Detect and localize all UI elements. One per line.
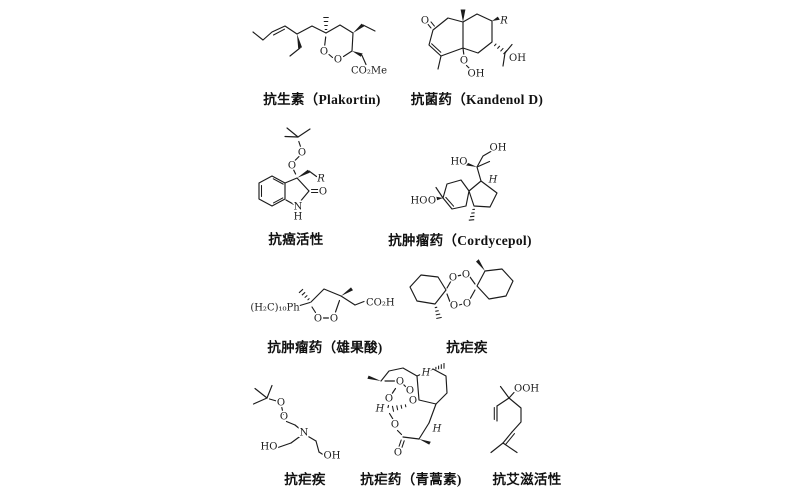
structure-caption: 抗疟疾 — [446, 340, 488, 355]
hash-bond — [435, 363, 445, 370]
atom-label-o: O — [320, 47, 328, 58]
kandenol-drawing: O R OH O OH — [419, 9, 528, 81]
atom-label-ho: HO — [411, 196, 428, 207]
aminodiol-drawing: O O N HO OH — [252, 384, 342, 463]
atom-label-oh: OH — [324, 451, 341, 462]
atom-label-oh: OH — [509, 53, 526, 64]
atom-label-n: N — [300, 428, 309, 439]
atom-label-o: O — [314, 314, 322, 325]
structure-kandenol-d: O R OH O OH 抗菌药（Kandenol D) — [404, 2, 574, 107]
atom-label-h: H — [421, 368, 431, 379]
wedge-bond — [460, 9, 466, 22]
hash-bond — [391, 404, 407, 412]
atom-label-o: O — [406, 386, 414, 397]
structure-caption: 抗艾滋活性 — [492, 472, 562, 487]
structure-oxindole-peroxide: O O R O N H 抗癌活性 — [243, 116, 378, 247]
atom-label-o: O — [421, 16, 429, 27]
plakortin-drawing: O O CO₂Me — [252, 16, 389, 78]
atom-label-o: O — [449, 273, 457, 284]
atom-label-co2me: CO₂Me — [351, 66, 387, 77]
tetraoxane-drawing: O O O O — [409, 259, 514, 320]
atom-label-ho: HO — [451, 157, 468, 168]
structure-aminodiol-peroxide: O O N HO OH 抗疟疾 — [238, 368, 378, 487]
atom-label-ooh: OOH — [514, 384, 539, 395]
atom-label-o: O — [280, 412, 288, 423]
atom-label-o: O — [298, 148, 306, 159]
structure-antitumor-dioxolane-acid: (H₂C)₁₀Ph O O CO₂H 抗肿瘤药（雄果酸) — [225, 278, 405, 355]
structure-caption: 抗生素（Plakortin) — [263, 92, 381, 107]
structure-cordycepol: OH HO H HO O 抗肿瘤药（Cordycepol) — [388, 122, 573, 248]
atom-label-o: O — [391, 420, 399, 431]
wedge-bond — [297, 169, 310, 178]
hash-bond — [468, 208, 475, 221]
atom-label-o: O — [319, 187, 327, 198]
atom-label-h: H — [375, 404, 385, 415]
wedge-bond — [464, 161, 477, 167]
wedge-bond — [476, 259, 485, 271]
structure-caption: 抗肿瘤药（Cordycepol) — [388, 233, 532, 248]
atom-label-h: H — [432, 424, 442, 435]
atom-label-o: O — [385, 394, 393, 405]
structure-caption: 抗疟疾 — [284, 472, 326, 487]
atom-label-o: O — [462, 270, 470, 281]
atom-label-alkyl-phenyl: (H₂C)₁₀Ph — [250, 303, 300, 314]
atom-label-o: O — [409, 396, 417, 407]
atom-label-co2h: CO₂H — [366, 298, 395, 309]
structure-caption: 抗菌药（Kandenol D) — [410, 92, 544, 107]
dioxolane-acid-drawing: (H₂C)₁₀Ph O O CO₂H — [249, 287, 396, 326]
atom-label-h: H — [488, 175, 498, 186]
atom-label-oh: OH — [490, 143, 507, 154]
atom-label-r: R — [499, 16, 508, 27]
wedge-bond — [341, 287, 353, 296]
structure-caption: 抗疟药（青蒿素) — [360, 472, 462, 487]
atom-label-o: O — [330, 314, 338, 325]
structure-artemisinin: O O O O O O H H H 抗疟药（青蒿素) — [356, 358, 466, 500]
structure-caption: 抗肿瘤药（雄果酸) — [267, 340, 383, 355]
atom-label-o: O — [463, 299, 471, 310]
wedge-bond — [367, 375, 381, 381]
atom-label-o: O — [288, 161, 296, 172]
terpene-drawing: OOH — [490, 382, 541, 454]
structure-caption: 抗癌活性 — [268, 232, 324, 247]
artemisinin-drawing: O O O O O O H H H — [367, 363, 448, 460]
atom-label-h: H — [294, 212, 303, 223]
structure-tetraoxane: O O O O 抗疟疾 — [403, 258, 573, 355]
atom-label-n: N — [294, 202, 303, 213]
structure-plakortin: O O CO₂Me 抗生素（Plakortin) — [225, 5, 410, 107]
atom-label-o: O — [428, 196, 436, 207]
hash-bond — [298, 288, 310, 301]
atom-label-o: O — [460, 56, 468, 67]
wedge-bond — [297, 34, 302, 49]
atom-label-r: R — [316, 174, 325, 185]
atom-label-o: O — [450, 301, 458, 312]
atom-label-o: O — [394, 448, 402, 459]
hash-bond — [493, 43, 508, 55]
hash-bond — [434, 306, 442, 320]
atom-label-oh: OH — [468, 69, 485, 80]
oxindole-drawing: O O R O N H — [258, 127, 329, 224]
atom-label-o: O — [277, 398, 285, 409]
atom-label-o: O — [334, 55, 342, 66]
cordycepol-drawing: OH HO H HO O — [409, 141, 508, 221]
hash-bond — [323, 16, 329, 31]
structure-terpene-hydroperoxide: OOH 抗艾滋活性 — [478, 366, 578, 487]
atom-label-o: O — [396, 377, 404, 388]
atom-label-ho: HO — [261, 442, 278, 453]
